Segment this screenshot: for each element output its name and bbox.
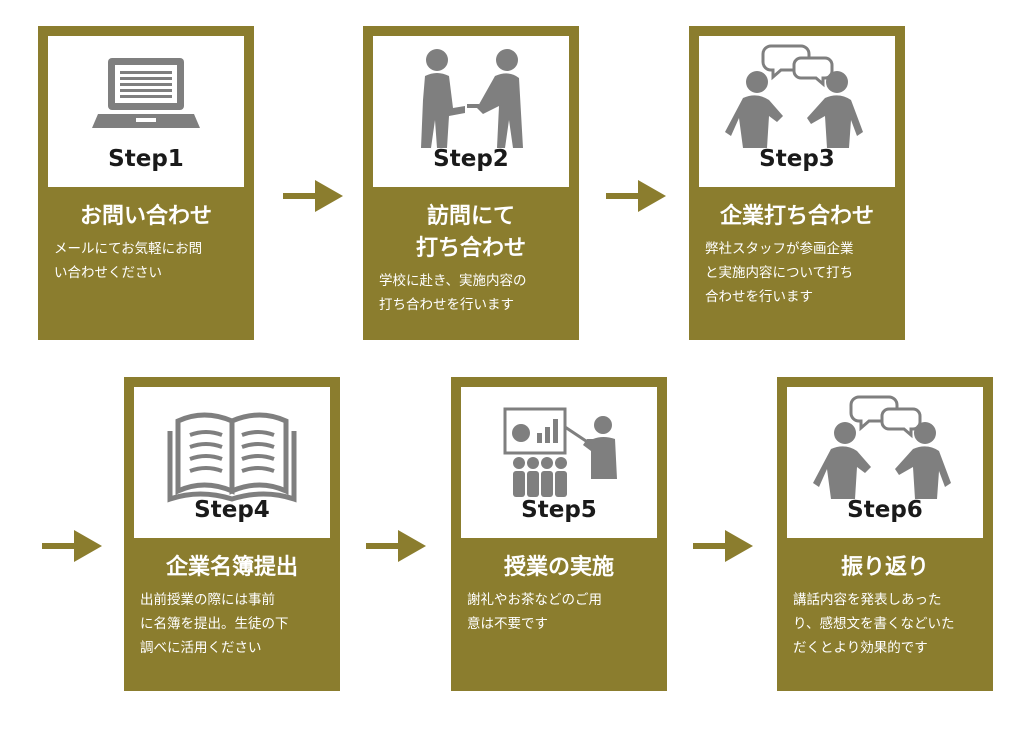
step-label: Step4 xyxy=(194,497,270,523)
step-title: 訪問にて 打ち合わせ xyxy=(415,204,526,261)
step-title: お問い合わせ xyxy=(79,204,212,229)
step-label: Step2 xyxy=(433,146,509,172)
step-description: 弊社スタッフが参画企業 と実施内容について打ち 合わせを行います xyxy=(705,241,854,305)
arrow-right-icon xyxy=(283,180,343,212)
arrow-right-icon xyxy=(42,530,102,562)
step-label: Step6 xyxy=(847,497,923,523)
step-image-panel: Step6 xyxy=(787,387,983,538)
step-label: Step3 xyxy=(759,146,835,172)
step-card-5: Step5 授業の実施 謝礼やお茶などのご用 意は不要です xyxy=(451,377,667,691)
presentation-icon xyxy=(503,407,617,497)
step-title: 授業の実施 xyxy=(503,555,614,580)
step-label: Step1 xyxy=(108,146,184,172)
conversation-icon xyxy=(813,395,951,499)
arrow-right-icon xyxy=(693,530,753,562)
arrow-right-icon xyxy=(606,180,666,212)
step-card-2: Step2 訪問にて 打ち合わせ 学校に赴き、実施内容の 打ち合わせを行います xyxy=(363,26,579,340)
step-image-panel: Step2 xyxy=(373,36,569,187)
step-title: 振り返り xyxy=(840,555,929,580)
laptop-icon xyxy=(92,58,200,128)
conversation-icon xyxy=(725,44,863,148)
step-description: メールにてお気軽にお問 い合わせください xyxy=(54,241,203,281)
step-image-panel: Step4 xyxy=(134,387,330,538)
step-image-panel: Step1 xyxy=(48,36,244,187)
step-card-4: Step4 企業名簿提出 出前授業の際には事前 に名簿を提出。生徒の下 調べに活… xyxy=(124,377,340,691)
step-description: 出前授業の際には事前 に名簿を提出。生徒の下 調べに活用ください xyxy=(140,592,289,656)
step-card-3: Step3 企業打ち合わせ 弊社スタッフが参画企業 と実施内容について打ち 合わ… xyxy=(689,26,905,340)
open-book-icon xyxy=(167,412,297,503)
step-image-panel: Step3 xyxy=(699,36,895,187)
step-description: 謝礼やお茶などのご用 意は不要です xyxy=(467,592,602,632)
step-title: 企業打ち合わせ xyxy=(719,204,874,229)
step-label: Step5 xyxy=(521,497,597,523)
step-image-panel: Step5 xyxy=(461,387,657,538)
step-card-6: Step6 振り返り 講話内容を発表しあった り、感想文を書くなどいた だくとよ… xyxy=(777,377,993,691)
step-description: 学校に赴き、実施内容の 打ち合わせを行います xyxy=(379,273,527,313)
step-description: 講話内容を発表しあった り、感想文を書くなどいた だくとより効果的です xyxy=(793,592,955,656)
step-title: 企業名簿提出 xyxy=(165,555,298,580)
arrow-right-icon xyxy=(366,530,426,562)
handshake-people-icon xyxy=(421,49,523,148)
step-card-1: Step1 お問い合わせ メールにてお気軽にお問 い合わせください xyxy=(38,26,254,340)
